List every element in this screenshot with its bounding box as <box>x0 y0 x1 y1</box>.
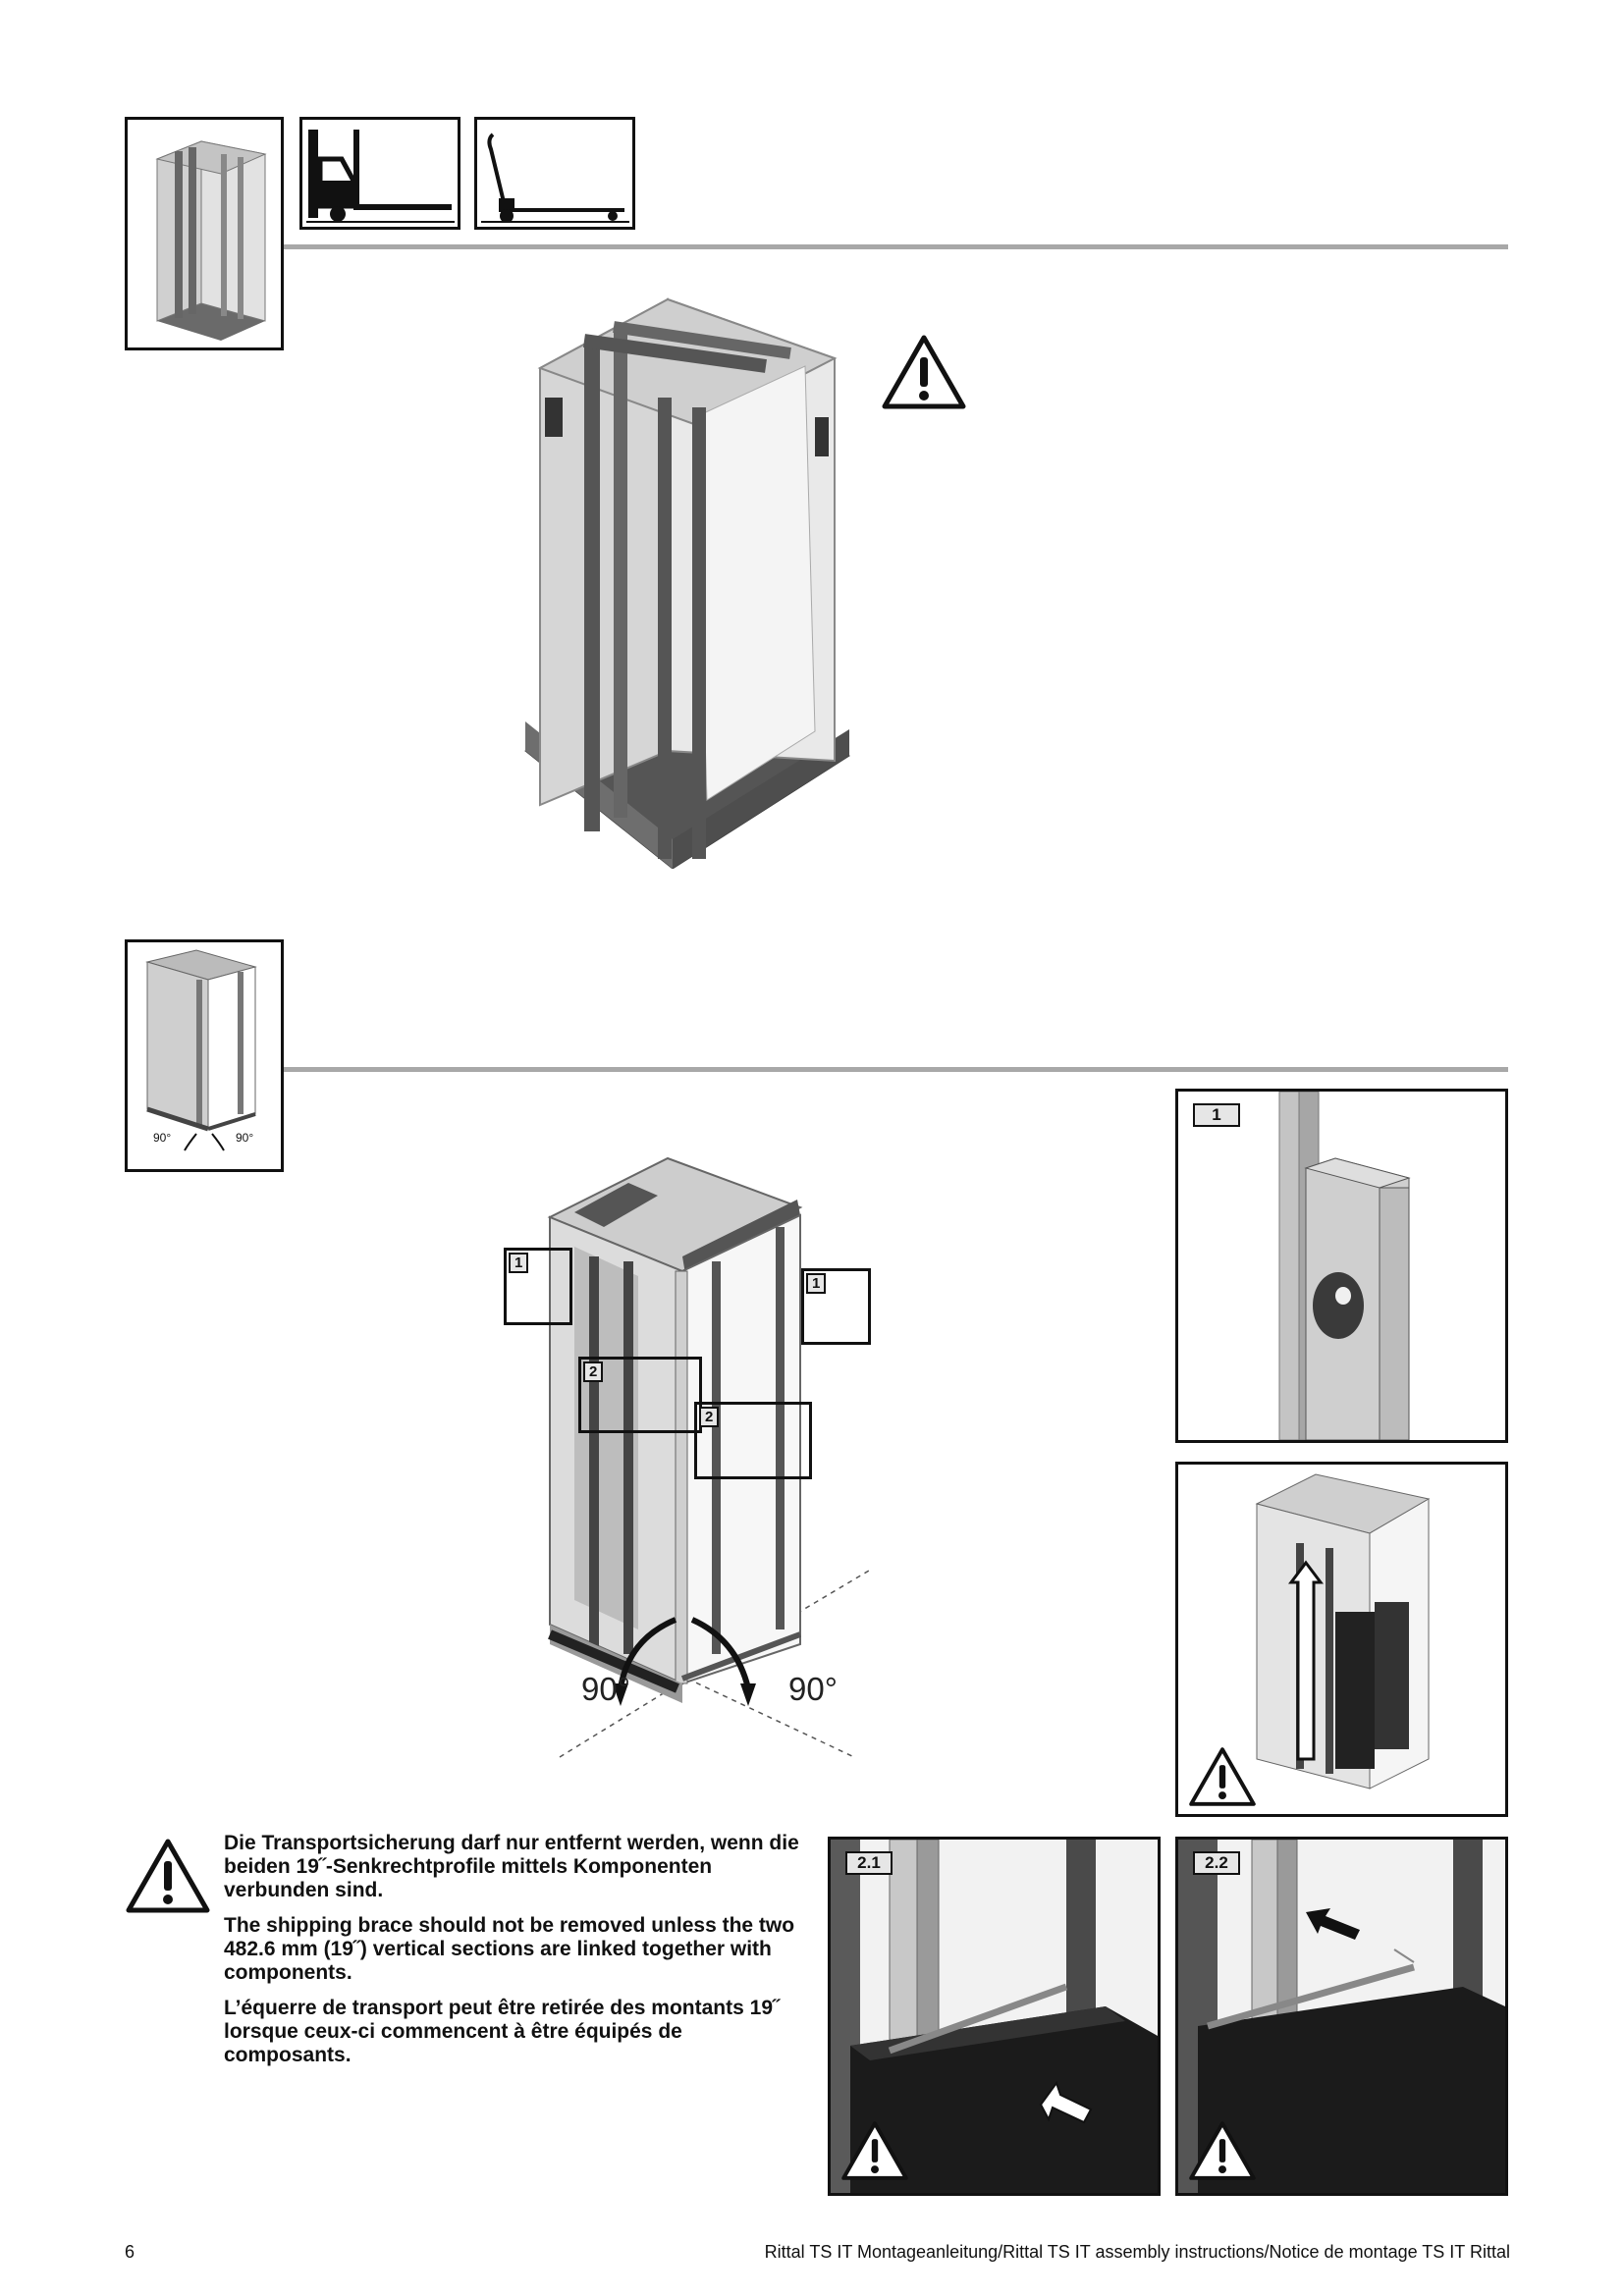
packed-rack-thumbnail-image <box>155 140 267 341</box>
thumb-angle-left: 90° <box>153 1131 172 1145</box>
packed-rack-illustration <box>524 297 850 869</box>
equipped-rack-panel <box>1175 1462 1508 1817</box>
callout-2-left: 2 <box>578 1357 702 1433</box>
thumb-angle-right: 90° <box>236 1131 254 1145</box>
packed-rack-thumbnail <box>125 117 284 350</box>
callout-label: 1 <box>509 1253 529 1273</box>
page-number: 6 <box>125 2242 135 2262</box>
detail-2-1-image <box>831 1840 1158 2193</box>
detail-panel-2-2: 2.2 <box>1175 1837 1508 2196</box>
forklift-pictogram <box>299 117 460 230</box>
detail-2-2-image <box>1178 1840 1505 2193</box>
detail-2-1-label: 2.1 <box>845 1851 893 1875</box>
detail-2-2-label: 2.2 <box>1193 1851 1240 1875</box>
detail-panel-1: 1 <box>1175 1089 1508 1443</box>
warning-text-en: The shipping brace should not be removed… <box>224 1914 795 1984</box>
open-rack-thumbnail: 90° 90° <box>125 939 284 1172</box>
section1-divider <box>284 244 1508 249</box>
callout-2-right: 2 <box>694 1402 812 1479</box>
open-rack-illustration <box>547 1156 870 1758</box>
detail-1-label: 1 <box>1193 1103 1240 1127</box>
forklift-icon <box>306 130 455 223</box>
warning-triangle-icon <box>1189 2121 1256 2180</box>
footer-title: Rittal TS IT Montageanleitung/Rittal TS … <box>764 2242 1510 2262</box>
callout-label: 2 <box>699 1407 720 1427</box>
callout-1-left: 1 <box>504 1248 572 1325</box>
pallet-jack-icon <box>481 133 629 223</box>
callout-label: 1 <box>806 1273 827 1294</box>
warning-triangle-icon <box>882 335 966 409</box>
callout-label: 2 <box>583 1362 604 1382</box>
pallet-jack-pictogram <box>474 117 635 230</box>
detail-panel-2-1: 2.1 <box>828 1837 1161 2196</box>
detail-1-image <box>1278 1092 1411 1440</box>
warning-triangle-icon <box>126 1839 210 1913</box>
equipped-rack-image <box>1255 1473 1431 1789</box>
warning-text-fr: L’équerre de transport peut être retirée… <box>224 1997 780 2066</box>
section2-divider <box>284 1067 1508 1072</box>
callout-1-right: 1 <box>801 1268 871 1345</box>
warning-triangle-icon <box>841 2121 908 2180</box>
warning-triangle-icon <box>1189 1747 1256 1806</box>
shipping-brace-warning: Die Transportsicherung darf nur entfernt… <box>224 1832 813 2079</box>
open-rack-thumbnail-image <box>145 949 257 1151</box>
angle-label-right: 90° <box>788 1671 838 1707</box>
angle-label-left: 90° <box>581 1671 630 1707</box>
warning-text-de: Die Transportsicherung darf nur entfernt… <box>224 1832 799 1901</box>
